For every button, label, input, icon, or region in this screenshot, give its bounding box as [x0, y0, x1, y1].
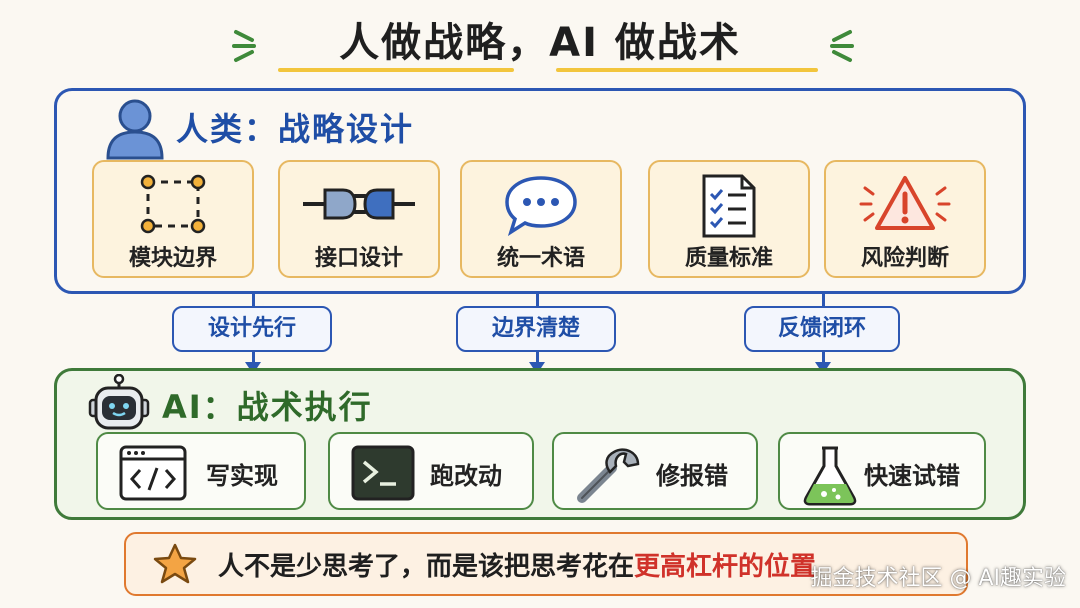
ai-card-quick-trial: 快速试错	[778, 432, 986, 510]
card-label: 质量标准	[684, 246, 773, 271]
card-risk-judgement: 风险判断	[824, 160, 986, 278]
ai-card-label: 修报错	[656, 462, 728, 490]
card-label: 模块边界	[128, 246, 217, 271]
card-unified-terms: 统一术语	[460, 160, 622, 278]
star-icon	[153, 543, 197, 584]
card-module-boundary: 模块边界	[92, 160, 254, 278]
connector-line	[822, 352, 825, 364]
left-sparkle-icon	[232, 30, 256, 62]
card-label: 统一术语	[496, 246, 585, 271]
connector-line	[252, 352, 255, 364]
person-icon	[106, 99, 164, 160]
wrench-icon	[577, 448, 640, 503]
ai-card-label: 快速试错	[864, 462, 960, 490]
dashed-square-icon	[140, 174, 206, 234]
ai-card-label: 写实现	[206, 462, 278, 490]
terminal-icon	[351, 445, 415, 501]
chat-bubble-icon	[505, 176, 577, 236]
title-underline-left	[278, 68, 514, 72]
watermark: 掘金技术社区 @ AI趣实验	[810, 566, 1066, 591]
connector-design-first: 设计先行	[172, 306, 332, 352]
ai-heading: AI：战术执行	[162, 388, 373, 426]
warning-icon	[859, 176, 951, 230]
summary-highlight: 更高杠杆的位置	[634, 552, 817, 582]
summary-banner	[124, 532, 968, 596]
connector-clear-boundary: 边界清楚	[456, 306, 616, 352]
card-label: 风险判断	[860, 246, 949, 271]
flask-icon	[803, 446, 857, 506]
ai-card-label: 跑改动	[430, 462, 502, 490]
card-interface-design: 接口设计	[278, 160, 440, 278]
connector-line	[822, 294, 825, 306]
ai-card-run-changes: 跑改动	[328, 432, 534, 510]
connector-feedback-loop: 反馈闭环	[744, 306, 900, 352]
code-window-icon	[119, 445, 187, 501]
title-underline-right	[556, 68, 818, 72]
connector-line	[536, 352, 539, 364]
plug-icon	[303, 188, 415, 220]
right-sparkle-icon	[830, 30, 854, 62]
summary-plain: 人不是少思考了，而是该把思考花在	[218, 552, 635, 582]
ai-card-fix-errors: 修报错	[552, 432, 758, 510]
ai-card-write-impl: 写实现	[96, 432, 306, 510]
card-quality-standard: 质量标准	[648, 160, 810, 278]
checklist-icon	[702, 174, 756, 238]
card-label: 接口设计	[314, 246, 403, 271]
page-title: 人做战略，AI 做战术	[339, 20, 741, 66]
summary-text: 人不是少思考了，而是该把思考花在更高杠杆的位置	[218, 546, 816, 583]
human-heading: 人类：战略设计	[176, 110, 415, 148]
robot-icon	[88, 374, 150, 430]
connector-line	[536, 294, 539, 306]
connector-line	[252, 294, 255, 306]
